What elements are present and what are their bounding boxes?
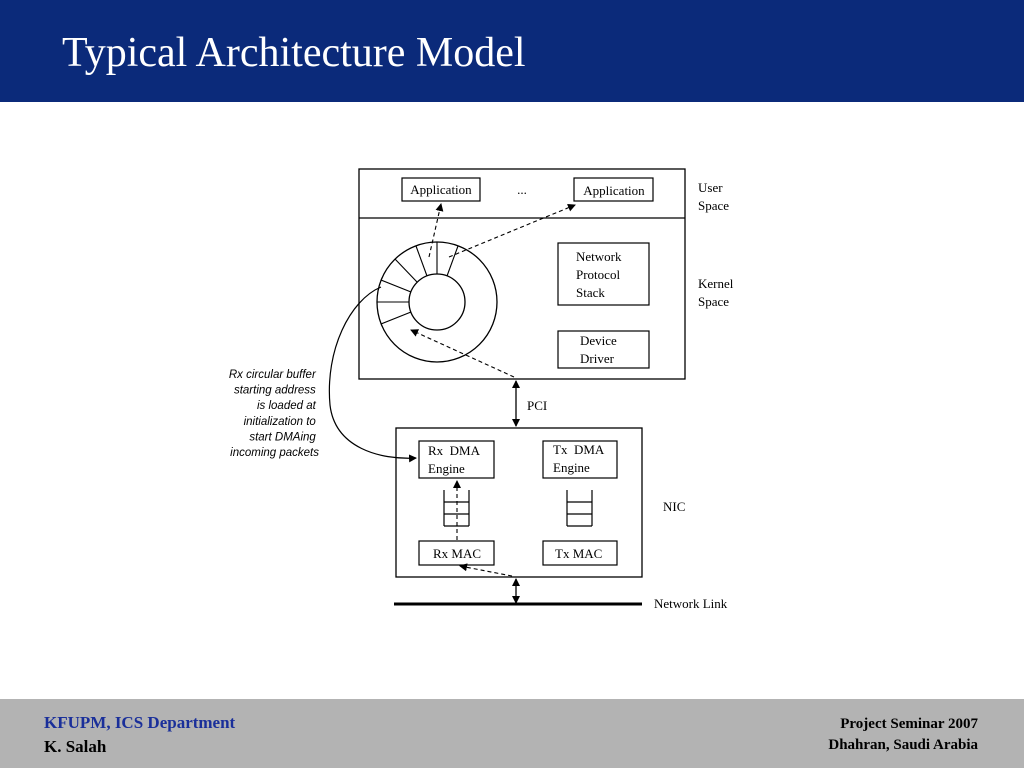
slide-title: Typical Architecture Model xyxy=(62,30,526,76)
device-driver-box xyxy=(557,330,650,369)
application-label-2: Application xyxy=(583,183,645,198)
application-box-1 xyxy=(401,177,481,202)
application-label-1: Application xyxy=(410,182,472,197)
application-box-2 xyxy=(573,177,654,202)
annotation-text: Rx circular buffer starting address is l… xyxy=(229,369,319,459)
link-to-rx-mac-arrow xyxy=(459,563,513,577)
network-link-label: Network Link xyxy=(654,596,728,611)
rx-dma-engine-box xyxy=(418,440,495,479)
nic-box xyxy=(395,427,643,578)
rx-ring-buffer xyxy=(376,241,498,363)
ring-to-app1-arrow xyxy=(428,203,444,258)
title-bar xyxy=(0,0,1024,102)
footer-org: KFUPM, ICS Department xyxy=(44,713,236,732)
nic-label: NIC xyxy=(663,499,685,514)
rx-dma-engine-label: Rx DMA Engine xyxy=(428,443,496,476)
tx-mac-box xyxy=(542,540,618,566)
rx-mac-label: Rx MAC xyxy=(433,546,481,561)
kernel-space-label: Kernel Space xyxy=(698,276,737,309)
user-space-label: User Space xyxy=(698,180,729,213)
tx-mac-label: Tx MAC xyxy=(555,546,602,561)
device-driver-label: Device Driver xyxy=(580,333,620,366)
driver-to-ring-arrow xyxy=(410,329,515,378)
ring-to-app2-arrow xyxy=(448,203,576,258)
tx-dma-engine-box xyxy=(542,440,618,479)
pci-label: PCI xyxy=(527,398,547,413)
ring-to-rx-dma-arrow xyxy=(328,286,417,463)
tx-dma-engine-label: Tx DMA Engine xyxy=(553,442,620,475)
tx-fifo-queue xyxy=(566,490,593,527)
network-protocol-stack-box xyxy=(557,242,650,306)
network-protocol-stack-label: Network Protocol Stack xyxy=(576,249,625,300)
rx-mac-box xyxy=(418,540,495,566)
footer-event: Project Seminar 2007 xyxy=(840,716,978,732)
footer-location: Dhahran, Saudi Arabia xyxy=(828,737,978,753)
ellipsis: ... xyxy=(517,182,527,197)
footer-author: K. Salah xyxy=(44,737,107,756)
footer-bar xyxy=(0,699,1024,768)
host-box xyxy=(358,168,686,380)
